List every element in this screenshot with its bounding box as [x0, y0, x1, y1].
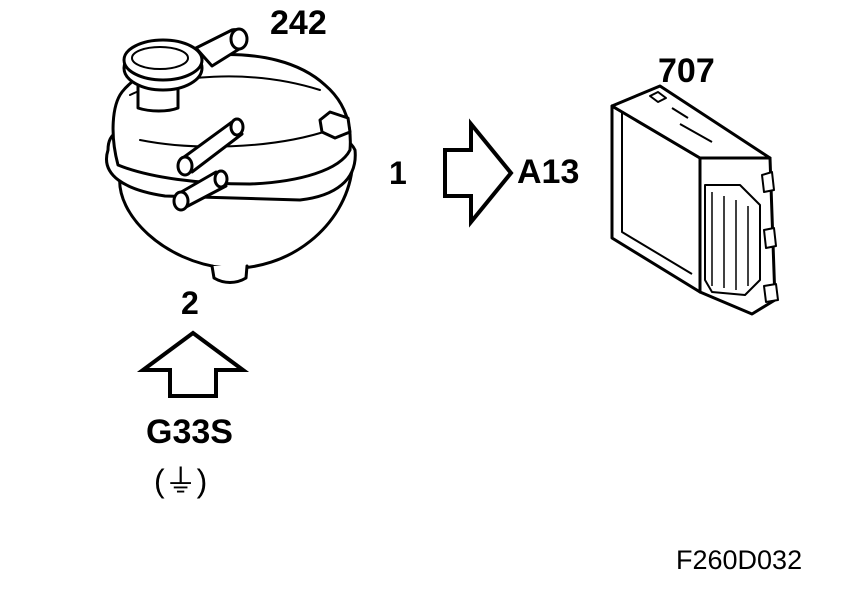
expansion-tank-illustration — [105, 27, 357, 284]
control-module-illustration — [610, 84, 779, 316]
callout-arrow-right: 1 — [389, 155, 407, 191]
callout-control-module: 707 — [658, 52, 715, 90]
ground-symbol-icon: (⏚) — [154, 463, 208, 499]
connection-target-a13: A13 — [517, 153, 580, 191]
block-arrow-right-icon — [443, 118, 514, 228]
block-arrow-up-icon — [136, 330, 250, 398]
callout-expansion-tank: 242 — [270, 4, 327, 42]
connection-source-g33s: G33S — [146, 413, 233, 451]
figure-identifier: F260D032 — [676, 545, 803, 575]
callout-arrow-up: 2 — [181, 285, 199, 321]
